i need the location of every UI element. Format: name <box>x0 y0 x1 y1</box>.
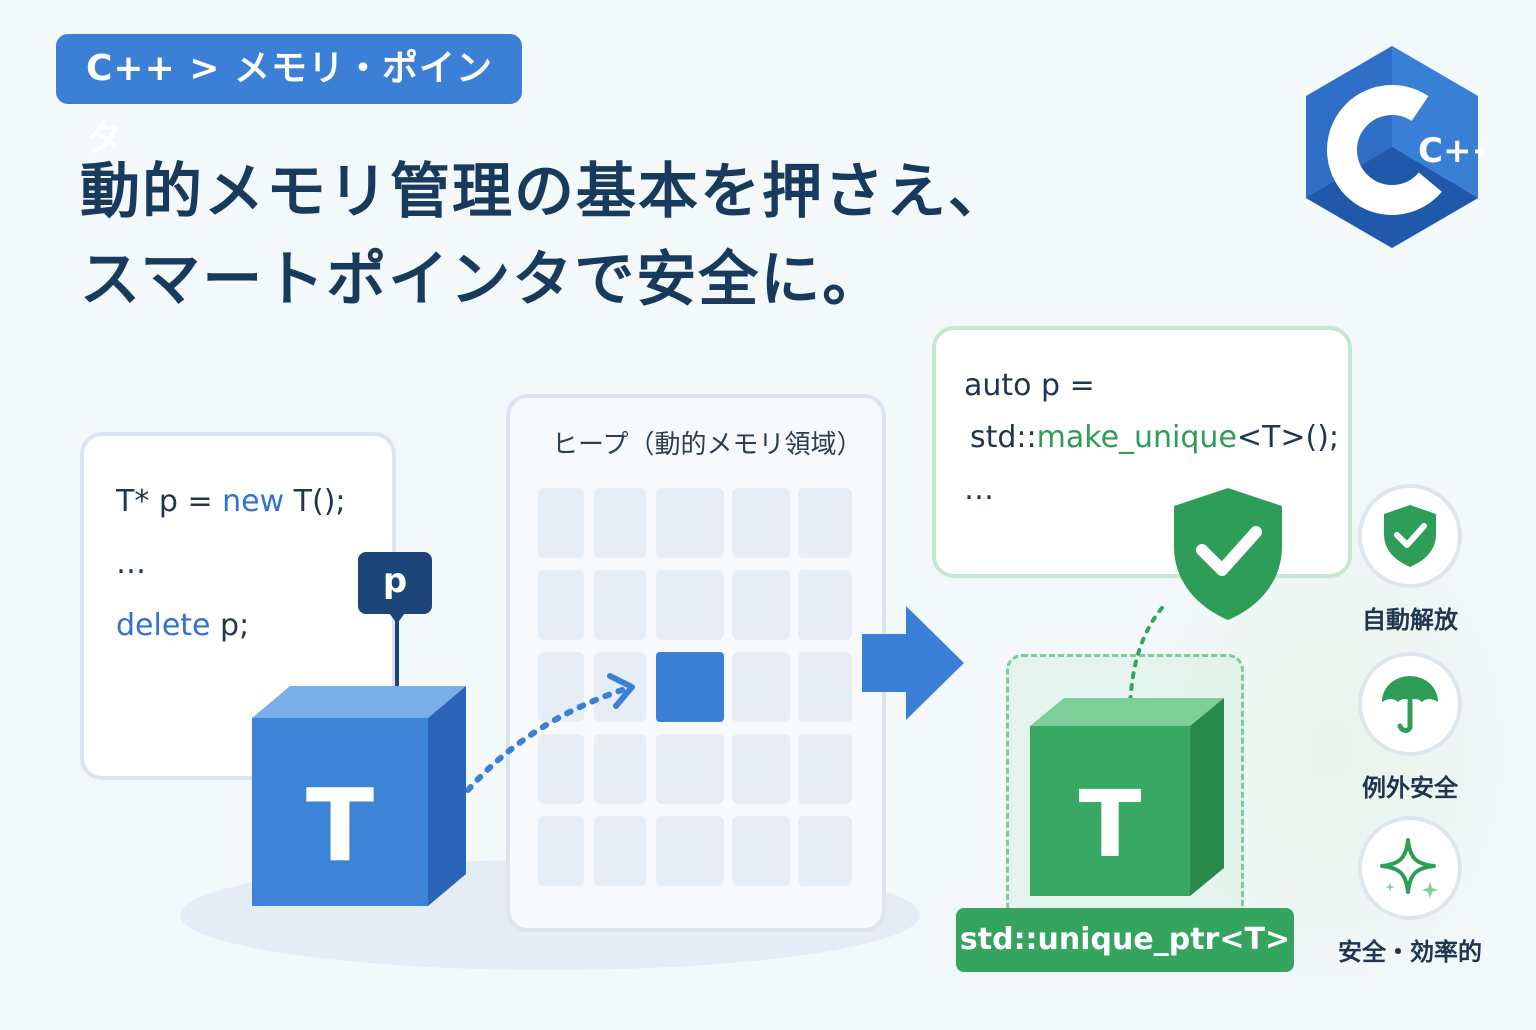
headline-line-1: 動的メモリ管理の基本を押さえ、 <box>80 157 1010 227</box>
raw-object-cube: T <box>252 686 466 906</box>
heap-cell <box>732 734 790 804</box>
smart-code-line-2: std::make_unique<T>(); <box>970 420 1340 455</box>
heap-cell <box>732 816 790 886</box>
shield-check-icon <box>1174 488 1282 620</box>
heap-cell <box>656 816 724 886</box>
page-title: 動的メモリ管理の基本を押さえ、 スマートポインタで安全に。 <box>80 148 1010 324</box>
heap-cell <box>538 734 584 804</box>
keyword-delete: delete <box>116 608 211 643</box>
logo-text: C++ <box>1418 131 1484 171</box>
unique-ptr-label: std::unique_ptr<T> <box>956 908 1294 972</box>
heap-title: ヒープ（動的メモリ領域） <box>552 430 863 460</box>
feature-safe-efficient <box>1358 816 1462 920</box>
feature-label-auto-release: 自動解放 <box>1362 606 1458 634</box>
feature-label-exception-safety: 例外安全 <box>1362 774 1458 802</box>
heap-cell <box>798 652 852 722</box>
allocation-arrow <box>465 673 635 793</box>
heap-cell <box>798 734 852 804</box>
heap-cell <box>594 652 646 722</box>
heap-cell <box>798 488 852 558</box>
keyword-new: new <box>222 484 285 519</box>
heap-cell <box>732 570 790 640</box>
feature-exception-safety <box>1358 652 1462 756</box>
heap-cell <box>538 816 584 886</box>
heap-cell <box>798 816 852 886</box>
keyword-make-unique: make_unique <box>1036 420 1237 455</box>
heap-cell <box>538 570 584 640</box>
heap-cell <box>732 488 790 558</box>
code-line-new: T* p = new T(); <box>116 484 346 519</box>
pointer-tag: p <box>358 552 432 614</box>
heap-cell-allocated <box>656 652 724 722</box>
breadcrumb[interactable]: C++ > メモリ・ポインタ <box>56 34 522 159</box>
heap-grid <box>538 488 854 888</box>
smart-object-label: T <box>1079 771 1142 878</box>
heap-cell <box>538 488 584 558</box>
smart-object-cube: T <box>1030 698 1224 896</box>
code-line-ellipsis: … <box>116 546 146 581</box>
shield-check-icon <box>1384 505 1436 567</box>
heap-cell <box>594 734 646 804</box>
heap-cell <box>656 734 724 804</box>
heap-cell <box>594 816 646 886</box>
headline-line-2: スマートポインタで安全に。 <box>80 245 885 315</box>
smart-code-line-1: auto p = <box>964 368 1095 403</box>
transform-arrow-icon <box>862 606 964 720</box>
feature-label-safe-efficient: 安全・効率的 <box>1338 938 1482 966</box>
heap-cell <box>732 652 790 722</box>
heap-cell <box>656 570 724 640</box>
heap-cell <box>594 488 646 558</box>
heap-cell <box>798 570 852 640</box>
smart-code-line-3: … <box>964 472 994 507</box>
code-line-delete: delete p; <box>116 608 250 643</box>
heap-cell <box>656 488 724 558</box>
umbrella-icon <box>1382 676 1438 733</box>
raw-object-label: T <box>306 767 374 884</box>
heap-cell <box>538 652 584 722</box>
sparkle-icon <box>1380 838 1438 898</box>
breadcrumb-label: C++ > メモリ・ポインタ <box>86 48 493 159</box>
cpp-logo: C++ <box>1300 42 1500 252</box>
heap-cell <box>594 570 646 640</box>
feature-auto-release <box>1358 484 1462 588</box>
